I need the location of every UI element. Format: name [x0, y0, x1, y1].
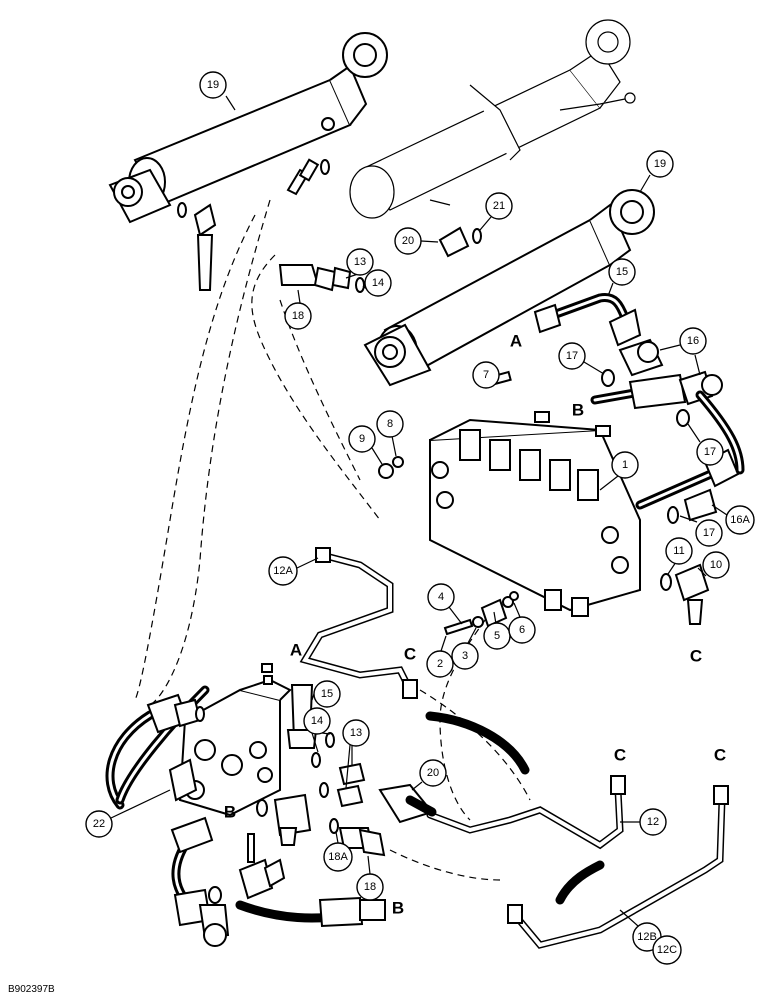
callout-label: 19 — [654, 158, 666, 170]
upper-hose-and-fittings — [533, 292, 723, 427]
callout-16a: 16A — [711, 504, 755, 535]
callout-13-upper: 13 — [345, 248, 374, 279]
letter-c-tube-12: C — [614, 746, 626, 765]
callout-label: 5 — [494, 630, 500, 642]
callout-20-upper: 20 — [394, 227, 439, 255]
callout-12c: 12C — [652, 935, 682, 965]
right-hose-16a — [635, 390, 745, 524]
callout-3: 3 — [451, 627, 479, 670]
callout-14-lower: 14 — [303, 707, 331, 753]
callout-label: 20 — [402, 235, 414, 247]
callout-1: 1 — [599, 451, 639, 491]
figure-id: B902397B — [8, 984, 55, 995]
callout-label: 21 — [493, 200, 505, 212]
callout-label: 2 — [437, 658, 443, 670]
callout-label: 6 — [519, 624, 525, 636]
callout-label: 15 — [616, 266, 628, 278]
letter-b-left: B — [224, 803, 236, 822]
elbow-10 — [660, 563, 710, 625]
cylinder-19-right — [363, 189, 655, 387]
callout-2: 2 — [426, 635, 454, 678]
callout-label: 19 — [207, 79, 219, 91]
callout-6: 6 — [508, 602, 536, 644]
tube-12a — [299, 547, 418, 699]
tube-12 — [426, 775, 626, 850]
callout-label: 16A — [730, 514, 750, 526]
callout-18a: 18A — [323, 831, 353, 872]
valve-block-22 — [168, 678, 292, 817]
callout-label: 18 — [292, 310, 304, 322]
callout-label: 12A — [273, 565, 293, 577]
callout-label: 4 — [438, 591, 444, 603]
callout-label: 11 — [673, 545, 684, 557]
callout-22: 22 — [85, 789, 171, 838]
callout-label: 12B — [637, 931, 657, 943]
callout-15-lower: 15 — [311, 680, 341, 708]
callouts: 19 19 20 21 13 14 18 — [85, 71, 755, 965]
callout-17-middle: 17 — [687, 423, 724, 466]
callout-label: 14 — [311, 715, 323, 727]
callout-label: 22 — [93, 818, 105, 830]
callout-16: 16 — [659, 327, 707, 376]
callout-label: 15 — [321, 688, 333, 700]
left-hoses — [105, 685, 210, 810]
callout-8: 8 — [376, 410, 404, 457]
callout-label: 18A — [328, 851, 348, 863]
control-valve-1 — [429, 370, 641, 617]
callout-7: 7 — [472, 361, 500, 389]
callout-label: 14 — [372, 277, 384, 289]
letter-c-right: C — [690, 647, 702, 666]
callout-label: 10 — [710, 559, 722, 571]
callout-label: 17 — [703, 527, 715, 539]
callout-17-upper: 17 — [558, 342, 605, 375]
lower-left-hoses — [170, 816, 386, 947]
ghost-cylinder — [349, 19, 636, 219]
callout-label: 18 — [364, 881, 376, 893]
callout-17-lower: 17 — [679, 515, 723, 547]
callout-label: 7 — [483, 369, 489, 381]
callout-9: 9 — [348, 425, 383, 465]
letter-b-upper: B — [572, 401, 584, 420]
callout-label: 12 — [647, 816, 659, 828]
callout-label: 17 — [566, 350, 578, 362]
letter-c-middle: C — [404, 645, 416, 664]
callout-label: 20 — [427, 767, 439, 779]
callout-11: 11 — [665, 537, 693, 575]
callout-13-lower: 13 — [342, 719, 370, 789]
callout-label: 8 — [387, 418, 393, 430]
callout-19-left: 19 — [199, 71, 236, 111]
callout-19-right: 19 — [639, 150, 674, 193]
callout-label: 1 — [622, 459, 628, 471]
callout-21: 21 — [479, 192, 513, 231]
callout-4: 4 — [427, 583, 463, 625]
callout-label: 13 — [354, 256, 366, 268]
callout-18-upper: 18 — [284, 289, 312, 330]
letter-c-tube-12b: C — [714, 746, 726, 765]
callout-12a: 12A — [268, 556, 319, 586]
callout-18-lower: 18 — [356, 855, 384, 901]
small-hardware — [378, 456, 519, 636]
upper-fittings — [177, 158, 482, 293]
callout-label: 17 — [704, 446, 716, 458]
letter-b-lower: B — [392, 899, 404, 918]
callout-label: 9 — [359, 433, 365, 445]
letter-a-lower: A — [290, 641, 302, 660]
letter-a-upper: A — [510, 332, 522, 351]
tube-12b-12c — [507, 785, 729, 949]
callout-label: 3 — [462, 650, 468, 662]
lower-sweep-hoses — [425, 711, 605, 905]
callout-20-lower: 20 — [411, 759, 447, 791]
callout-10: 10 — [697, 551, 730, 579]
callout-15-upper: 15 — [607, 258, 636, 297]
callout-label: 13 — [350, 727, 362, 739]
cylinder-19-left — [108, 32, 388, 224]
lower-fittings — [256, 732, 437, 857]
callout-12: 12 — [620, 808, 667, 836]
callout-label: 12C — [657, 944, 677, 956]
callout-5: 5 — [483, 611, 511, 650]
callout-14-upper: 14 — [362, 269, 392, 297]
callout-label: 16 — [687, 335, 699, 347]
connection-letters: A B C A C B C C B — [224, 332, 726, 918]
